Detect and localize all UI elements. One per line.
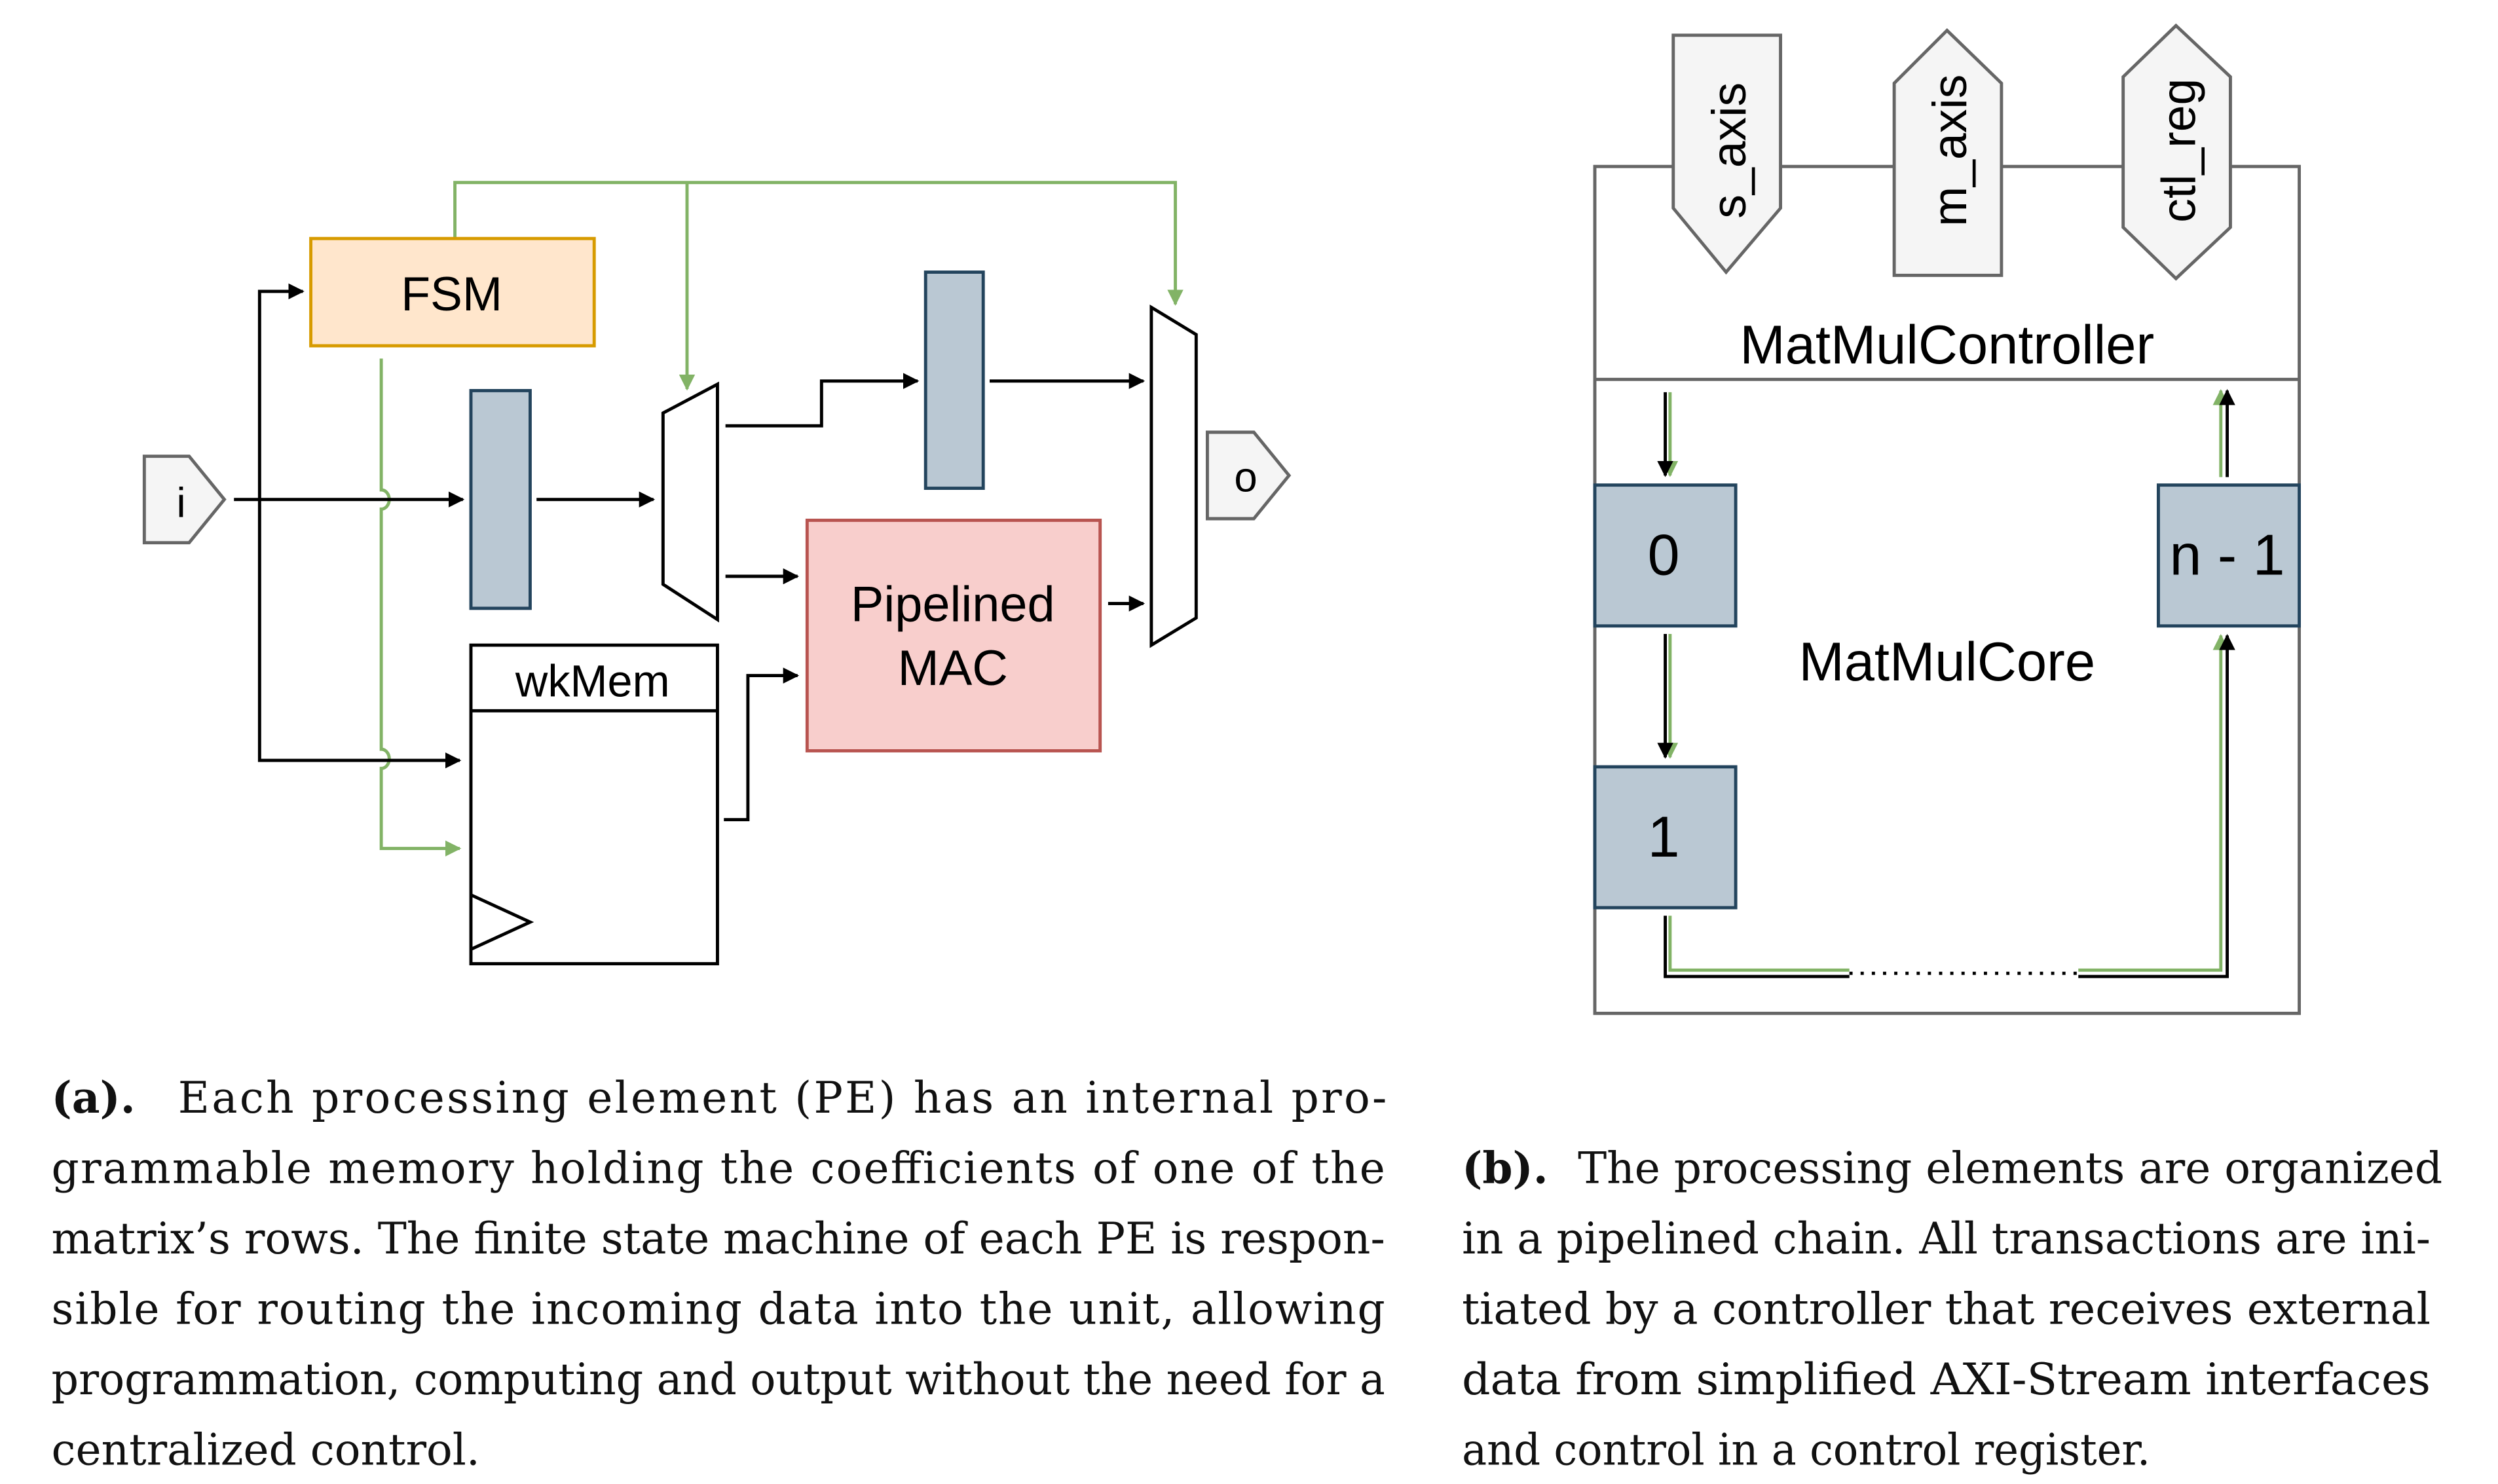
caption-b: (b). The processing elements are organiz… xyxy=(1462,1142,2442,1475)
wire-input-to-fsm xyxy=(257,283,305,500)
port-s-axis: s_axis xyxy=(1671,33,1783,275)
port-s-axis-label: s_axis xyxy=(1702,83,1756,219)
output-port-label: o xyxy=(1234,454,1257,500)
pe-1-label: 1 xyxy=(1648,804,1680,869)
clock-icon xyxy=(470,893,534,951)
wire-mux-to-reg2 xyxy=(725,373,920,428)
fsm-label: FSM xyxy=(401,267,502,321)
port-ctl-reg-label: ctl_reg xyxy=(2152,79,2206,223)
wkmem-block: wkMem xyxy=(469,643,719,966)
svg-text:(b). The processing elem: (b). The processing elements are organiz… xyxy=(1462,1142,2442,1193)
caption-b-line: The processing elements are organized xyxy=(1578,1143,2442,1193)
wire-wkmem-to-mac xyxy=(724,667,800,821)
bypass-register xyxy=(923,270,985,491)
caption-a-line: matrix’s rows. The finite state machine … xyxy=(52,1214,1385,1264)
caption-a-label: (a). xyxy=(52,1072,136,1123)
mac-label-line1: Pipelined xyxy=(851,576,1055,632)
control-line-wkmem xyxy=(379,358,462,857)
pe-1: 1 xyxy=(1593,765,1738,910)
caption-a: (a). Each processing element (PE) has an… xyxy=(52,1072,1387,1475)
core-label: MatMulCore xyxy=(1799,631,2095,692)
figure-b-diagram: MatMulController s_axis m_axis ctl_reg M… xyxy=(1593,23,2302,1015)
pe-n-1-label: n - 1 xyxy=(2170,523,2285,587)
output-mux xyxy=(1149,304,1198,648)
figure-a-diagram: i FSM Pipelined MAC o wkMem xyxy=(142,181,1292,966)
pipelined-mac-block: Pipelined MAC xyxy=(805,519,1102,752)
port-m-axis: m_axis xyxy=(1892,28,2004,277)
pe-0-label: 0 xyxy=(1648,523,1680,587)
caption-b-line: tiated by a controller that receives ext… xyxy=(1462,1284,2431,1335)
chain-arrows xyxy=(1657,389,2235,978)
input-port-label: i xyxy=(176,480,185,527)
input-port: i xyxy=(142,454,227,545)
pe-n-1: n - 1 xyxy=(2157,483,2302,628)
caption-a-line: grammable memory holding the coefficient… xyxy=(52,1143,1385,1193)
controller-label: MatMulController xyxy=(1740,314,2154,375)
caption-b-line: and control in a control register. xyxy=(1462,1425,2150,1475)
fsm-block: FSM xyxy=(309,236,596,348)
pe-0: 0 xyxy=(1593,483,1738,628)
input-demux xyxy=(661,381,719,623)
control-line-top xyxy=(453,181,1184,306)
port-ctl-reg: ctl_reg xyxy=(2121,23,2232,281)
caption-a-line: programmation, computing and output with… xyxy=(52,1354,1385,1405)
caption-a-line: sible for routing the incoming data into… xyxy=(52,1284,1385,1335)
caption-b-line: in a pipelined chain. All transactions a… xyxy=(1462,1214,2431,1264)
caption-b-line: data from simplified AXI-Stream interfac… xyxy=(1462,1354,2431,1405)
input-register xyxy=(469,389,532,610)
port-m-axis-label: m_axis xyxy=(1923,75,1977,227)
caption-b-label: (b). xyxy=(1462,1142,1548,1193)
mac-label-line2: MAC xyxy=(898,640,1008,696)
wkmem-label: wkMem xyxy=(515,656,670,706)
wire-input-to-wkmem xyxy=(257,499,462,769)
output-port: o xyxy=(1206,430,1292,521)
caption-a-line: Each processing element (PE) has an inte… xyxy=(178,1073,1387,1123)
caption-a-line: centralized control. xyxy=(52,1425,480,1475)
data-lines xyxy=(234,283,1146,821)
svg-text:(a). Each processing ele: (a). Each processing element (PE) has an… xyxy=(52,1072,1387,1123)
fsm-control-lines xyxy=(379,181,1184,857)
